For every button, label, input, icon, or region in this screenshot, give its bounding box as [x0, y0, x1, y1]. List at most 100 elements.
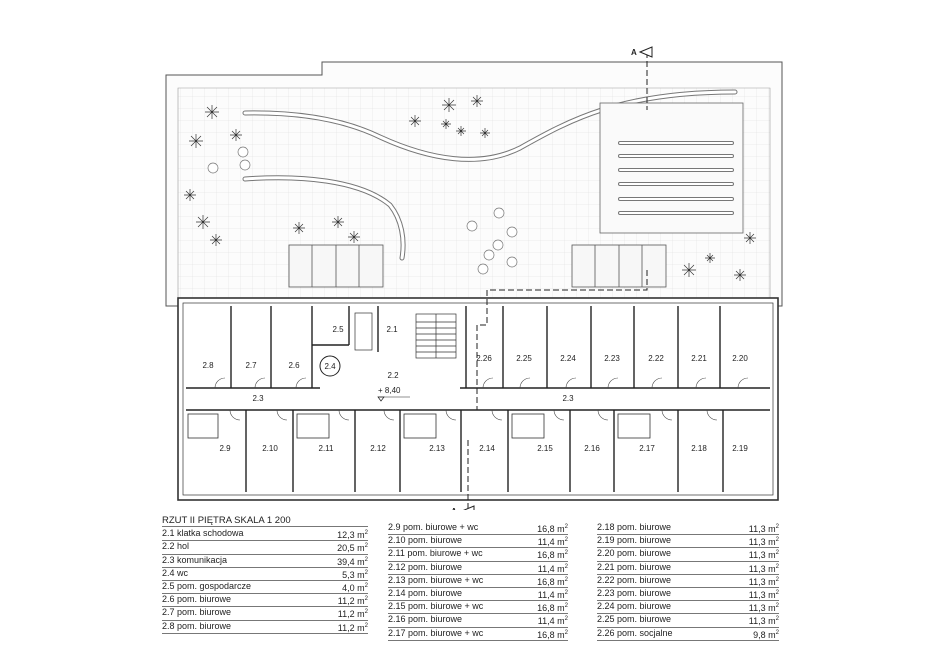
- legend-room-area: 16,8 m2: [537, 524, 568, 534]
- legend-row: 2.3 komunikacja 39,4 m2: [162, 555, 368, 568]
- level-mark: + 8,40: [378, 386, 401, 395]
- room-label: 2.9: [219, 444, 231, 453]
- legend-room-area: 11,3 m2: [748, 576, 779, 587]
- legend-room-area: 11,3 m2: [748, 603, 779, 614]
- legend-row: 2.6 pom. biurowe 11,2 m2: [162, 594, 368, 608]
- legend-row: 2.14 pom. biurowe 11,4 m2: [388, 588, 568, 602]
- legend-room-name: 2.14 pom. biurowe: [388, 588, 463, 599]
- room-label: 2.16: [584, 444, 600, 453]
- legend-row: 2.26 pom. socjalne 9,8 m2: [597, 628, 779, 641]
- legend-room-name: 2.13 pom. biurowe + wc: [388, 574, 484, 585]
- legend-row: 2.10 pom. biurowe 11,4 m2: [388, 535, 568, 549]
- corridor-walls: [186, 387, 770, 411]
- legend-room-area: 11,3 m2: [748, 550, 779, 561]
- legend-title: RZUT II PIĘTRA SKALA 1 200: [162, 515, 368, 528]
- legend-room-name: 2.17 pom. biurowe + wc: [388, 627, 484, 638]
- legend-room-area: 9,8 m2: [753, 629, 779, 640]
- legend-row: 2.21 pom. biurowe 11,3 m2: [597, 562, 779, 575]
- legend-room-name: 2.26 pom. socjalne: [597, 627, 673, 638]
- legend-room-name: 2.3 komunikacja: [162, 554, 228, 565]
- legend-room-area: 39,4 m2: [337, 556, 368, 567]
- legend-room-name: 2.12 pom. biurowe: [388, 561, 463, 572]
- legend-room-name: 2.25 pom. biurowe: [597, 614, 672, 625]
- room-label: 2.19: [732, 444, 748, 453]
- room-label: 2.23: [604, 354, 620, 363]
- legend-room-area: 16,8 m2: [537, 629, 568, 640]
- room-label: 2.21: [691, 354, 707, 363]
- room-label: 2.11: [319, 444, 335, 453]
- room-label: 2.10: [262, 444, 278, 453]
- legend-room-area: 11,4 m2: [537, 537, 568, 548]
- south-room-walls: [245, 410, 724, 492]
- legend-room-area: 11,4 m2: [537, 590, 568, 601]
- legend-row: 2.22 pom. biurowe 11,3 m2: [597, 574, 779, 589]
- legend-room-area: 20,5 m2: [337, 543, 368, 554]
- floor-building: [177, 297, 779, 501]
- legend-room-area: 11,4 m2: [537, 616, 568, 627]
- legend-room-name: 2.2 hol: [162, 541, 190, 552]
- legend-room-name: 2.19 pom. biurowe: [597, 535, 672, 546]
- room-label: 2.7: [245, 361, 257, 370]
- legend-room-area: 11,3 m2: [748, 537, 779, 548]
- floor-plan-drawing: A A + 8,40 2.1 2.2 2.3 2.3 2.4 2.5 2.6 2…: [165, 46, 783, 510]
- room-label: 2.3: [562, 394, 574, 403]
- legend-room-area: 11,2 m2: [337, 622, 368, 633]
- legend-room-name: 2.18 pom. biurowe: [597, 522, 672, 532]
- legend-room-area: 5,3 m2: [342, 569, 368, 580]
- section-line: [463, 46, 653, 510]
- legend-room-name: 2.8 pom. biurowe: [162, 620, 232, 631]
- room-label: 2.5: [332, 325, 344, 334]
- room-label: 2.12: [370, 444, 386, 453]
- legend-room-area: 11,3 m2: [748, 563, 779, 574]
- legend-room-area: 16,8 m2: [537, 550, 568, 561]
- room-label: 2.20: [732, 354, 748, 363]
- room-label: 2.25: [516, 354, 532, 363]
- room-label: 2.24: [560, 354, 576, 363]
- legend-room-area: 11,2 m2: [337, 596, 368, 607]
- room-label: 2.13: [429, 444, 445, 453]
- legend-room-name: 2.15 pom. biurowe + wc: [388, 601, 484, 612]
- legend-row: 2.19 pom. biurowe 11,3 m2: [597, 535, 779, 549]
- room-label: 2.6: [288, 361, 300, 370]
- legend-room-name: 2.10 pom. biurowe: [388, 535, 463, 546]
- legend-room-name: 2.22 pom. biurowe: [597, 574, 672, 585]
- legend-room-area: 11,3 m2: [748, 616, 779, 627]
- door-swings: [214, 377, 749, 421]
- legend-row: 2.9 pom. biurowe + wc 16,8 m2: [388, 522, 568, 536]
- legend-room-name: 2.4 wc: [162, 567, 189, 578]
- legend-row: 2.8 pom. biurowe 11,2 m2: [162, 621, 368, 634]
- legend-room-name: 2.9 pom. biurowe + wc: [388, 522, 479, 532]
- room-label: 2.26: [476, 354, 492, 363]
- room-label: 2.8: [202, 361, 214, 370]
- room-label: 2.4: [324, 362, 336, 371]
- legend-room-name: 2.21 pom. biurowe: [597, 561, 672, 572]
- legend-room-name: 2.6 pom. biurowe: [162, 594, 232, 605]
- legend-row: 2.25 pom. biurowe 11,3 m2: [597, 614, 779, 628]
- planters: [207, 146, 518, 275]
- south-wc-cubicles: [187, 413, 651, 439]
- room-label: 2.2: [387, 371, 399, 380]
- legend-room-area: 16,8 m2: [537, 603, 568, 614]
- legend-row: 2.4 wc 5,3 m2: [162, 567, 368, 582]
- legend-row: 2.2 hol 20,5 m2: [162, 541, 368, 555]
- legend-row: 2.15 pom. biurowe + wc 16,8 m2: [388, 601, 568, 615]
- room-label: 2.18: [691, 444, 707, 453]
- plants: [184, 95, 756, 281]
- legend-room-name: 2.5 pom. gospodarcze: [162, 581, 252, 592]
- room-label: 2.1: [386, 325, 398, 334]
- section-marker-top: A: [631, 48, 637, 57]
- section-marker-bottom: A: [451, 507, 457, 510]
- skylight-right: [571, 244, 667, 288]
- legend-row: 2.17 pom. biurowe + wc 16,8 m2: [388, 628, 568, 641]
